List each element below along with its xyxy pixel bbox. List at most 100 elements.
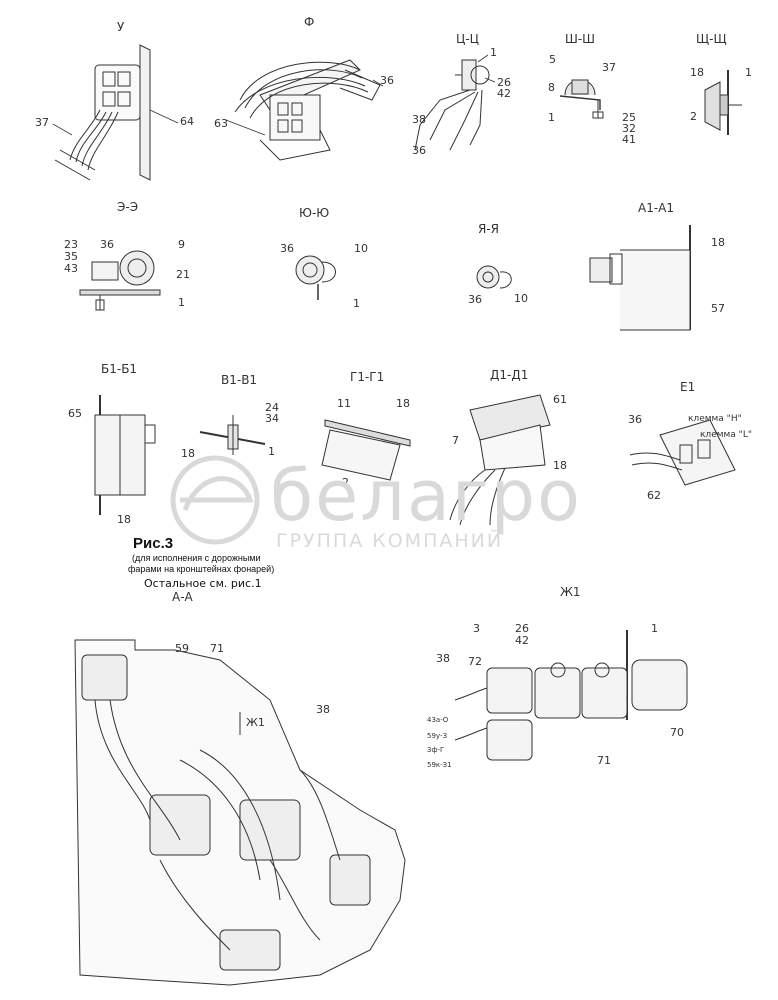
view-ts-drawing [414,54,496,151]
label-e-43: 43 [64,262,78,275]
view-shch-title: Щ-Щ [696,32,727,46]
label-sh-25: 25 [622,111,636,124]
label-e-23: 23 [64,238,78,251]
wire-tag-2: 59у-З [427,732,448,740]
label-zh1-1: 1 [651,622,658,635]
view-e-title: Э-Э [117,200,139,214]
label-f-63: 63 [214,117,228,130]
label-ts-42: 42 [497,87,511,100]
label-zh1-70: 70 [670,726,684,739]
view-yu-title: Ю-Ю [299,206,330,220]
label-e-1: 1 [178,296,185,309]
view-e1-title: Е1 [680,380,696,394]
label-ya-36: 36 [468,293,482,306]
label-shch-18: 18 [690,66,704,79]
label-g1-2: 2 [342,476,349,489]
label-sh-37: 37 [602,61,616,74]
label-e1-62: 62 [647,489,661,502]
label-zh1-3: 3 [473,622,480,635]
label-aa-71: 71 [210,642,224,655]
label-v1-34: 34 [265,412,279,425]
view-d1-drawing [449,394,551,526]
label-f-36: 36 [380,74,394,87]
label-u-37: 37 [35,116,49,129]
label-v1-18: 18 [181,447,195,460]
view-ts-title: Ц-Ц [456,32,479,46]
label-u-64: 64 [180,115,194,128]
label-aa-38: 38 [316,703,330,716]
view-sh-title: Ш-Ш [565,32,595,46]
label-g1-18: 18 [396,397,410,410]
label-sh-41: 41 [622,133,636,146]
view-sh-drawing [559,79,604,119]
view-v1-title: В1-В1 [221,373,258,387]
view-u-title: У [117,20,125,34]
label-d1-7: 7 [452,434,459,447]
label-yu-10: 10 [354,242,368,255]
view-yu-drawing [295,255,336,300]
view-a1-title: А1-А1 [638,201,675,215]
label-e1-36: 36 [628,413,642,426]
label-e-36: 36 [100,238,114,251]
label-b1-65: 65 [68,407,82,420]
label-sh-32: 32 [622,122,636,135]
label-e1-clamp-h: клемма "Н" [688,414,742,424]
label-ts-38: 38 [412,113,426,126]
label-yu-36: 36 [280,242,294,255]
view-g1-drawing [321,419,411,481]
watermark-tagline: ГРУППА КОМПАНИЙ [276,530,504,552]
figure-note-line1: (для исполнения с дорожными [132,553,261,563]
label-v1-24: 24 [265,401,279,414]
label-zh1-71: 71 [597,754,611,767]
label-sh-5: 5 [549,53,556,66]
label-shch-2: 2 [690,110,697,123]
view-f-drawing [225,59,384,161]
figure-note-line2: фарами на кронштейнах фонарей) [128,564,275,574]
label-ts-26: 26 [497,76,511,89]
label-e1-clamp-l: клемма "L" [700,430,752,440]
wire-tag-4: 59к-З1 [427,761,452,769]
wire-tag-3: 3ф-Г [427,746,445,754]
view-zh1-title: Ж1 [560,585,581,599]
label-zh1-72: 72 [468,655,482,668]
watermark-logo [170,455,260,545]
label-zh1-26: 26 [515,622,529,635]
view-b1-drawing [94,395,156,515]
label-v1-1: 1 [268,445,275,458]
label-b1-18: 18 [117,513,131,526]
view-aa-drawing [74,639,406,986]
label-e-21: 21 [176,268,190,281]
view-ya-drawing [476,265,512,289]
figure-caption: Рис.3 [133,535,174,552]
view-b1-title: Б1-Б1 [101,362,138,376]
view-v1-drawing [199,415,266,455]
view-aa-title: А-А [172,590,193,604]
label-sh-1: 1 [548,111,555,124]
label-ts-36: 36 [412,144,426,157]
view-ya-title: Я-Я [478,222,500,236]
label-aa-arrow: Ж1 [246,716,265,729]
view-e-drawing [79,250,161,311]
label-a1-18: 18 [711,236,725,249]
label-ts-1: 1 [490,46,497,59]
label-aa-59: 59 [175,642,189,655]
view-d1-title: Д1-Д1 [490,368,529,382]
watermark-brand: белагро [270,455,582,537]
view-shch-drawing [704,70,742,135]
label-zh1-42: 42 [515,634,529,647]
view-a1-drawing [589,225,691,331]
label-shch-1: 1 [745,66,752,79]
label-a1-57: 57 [711,302,725,315]
view-zh1-drawing [454,630,688,761]
view-u-drawing [52,44,179,181]
label-d1-18: 18 [553,459,567,472]
label-g1-11: 11 [337,397,351,410]
view-e1-drawing [629,419,736,486]
view-g1-title: Г1-Г1 [350,370,385,384]
label-e-35: 35 [64,250,78,263]
label-e-9: 9 [178,238,185,251]
label-yu-1: 1 [353,297,360,310]
view-f-title: Ф [304,15,315,29]
